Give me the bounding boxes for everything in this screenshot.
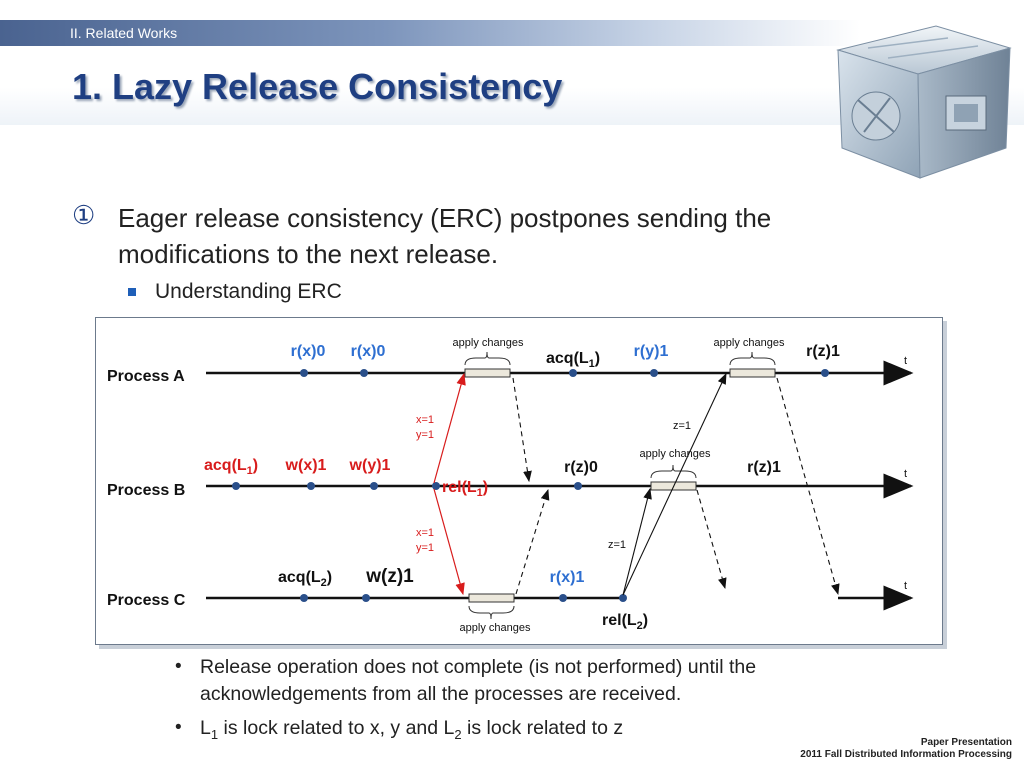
time-label-a: t — [904, 355, 907, 367]
ack-b-to-c — [696, 489, 727, 590]
dot-c-wz — [362, 594, 370, 602]
dot-b-wy — [370, 482, 378, 490]
brace-a2 — [729, 351, 776, 366]
process-c-label: Process C — [107, 592, 186, 609]
dot-c-rx1 — [559, 594, 567, 602]
dot-c-acq — [300, 594, 308, 602]
erc-diagram: Process A Process B Process C t t t appl… — [95, 317, 943, 645]
ack-a-to-b — [512, 377, 532, 483]
msg-z1-b: z=1 — [608, 539, 626, 551]
c-wz1: w(z)1 — [365, 566, 414, 587]
apply-label-a1: apply changes — [453, 337, 524, 349]
apply-label-b: apply changes — [640, 448, 711, 460]
a-rz1: r(z)1 — [806, 343, 840, 360]
footer-line-1: Paper Presentation — [920, 737, 1012, 748]
b-acq: acq(L1) — [204, 457, 258, 477]
a-rx0-1: r(x)0 — [291, 343, 326, 360]
bullet-2-text: L1 is lock related to x, y and L2 is loc… — [200, 717, 624, 742]
msg-y1-c: y=1 — [416, 542, 434, 554]
a-rx0-2: r(x)0 — [351, 343, 386, 360]
msg-x1-c: x=1 — [416, 527, 434, 539]
msg-relL2-to-b — [622, 487, 652, 596]
cube-logo-icon — [836, 25, 1012, 179]
msg-y1-a: y=1 — [416, 429, 434, 441]
apply-box-a1 — [464, 368, 511, 378]
a-ry1: r(y)1 — [634, 343, 669, 360]
brace-a1 — [464, 351, 511, 366]
dot-b-rz0 — [574, 482, 582, 490]
square-bullet-icon — [128, 288, 136, 296]
bullet-marker: ① — [72, 200, 96, 230]
dot-a-rx0-2 — [360, 369, 368, 377]
bullet-1-line-2: acknowledgements from all the processes … — [200, 683, 682, 705]
apply-box-a2 — [729, 368, 776, 378]
bullet-dot-1: • — [175, 656, 182, 677]
footer-line-2: 2011 Fall Distributed Information Proces… — [800, 749, 1012, 760]
dot-a-ry1 — [650, 369, 658, 377]
brace-c — [468, 605, 515, 620]
msg-z1-a: z=1 — [673, 420, 691, 432]
b-wx1: w(x)1 — [285, 457, 327, 474]
dot-b-rel — [432, 482, 440, 490]
dot-a-rx0-1 — [300, 369, 308, 377]
time-label-b: t — [904, 468, 907, 480]
ack-a-to-c — [776, 377, 840, 596]
dot-b-acq — [232, 482, 240, 490]
slide-title: 1. Lazy Release Consistency — [72, 66, 563, 107]
c-acq: acq(L2) — [278, 569, 332, 589]
dot-c-rel — [619, 594, 627, 602]
section-label: II. Related Works — [70, 25, 178, 41]
section-bar — [0, 20, 860, 46]
event-dots — [232, 369, 829, 602]
dot-a-rz1 — [821, 369, 829, 377]
process-b-label: Process B — [107, 482, 185, 499]
sub-bullet-text: Understanding ERC — [155, 280, 342, 303]
b-rz0: r(z)0 — [564, 459, 598, 476]
process-a-label: Process A — [107, 368, 185, 385]
msg-rel-to-c — [433, 488, 465, 596]
apply-label-c: apply changes — [460, 622, 531, 634]
dot-b-wx — [307, 482, 315, 490]
time-label-c: t — [904, 580, 907, 592]
dot-a-acq — [569, 369, 577, 377]
bullet-dot-2: • — [175, 717, 182, 738]
c-rx1: r(x)1 — [550, 569, 585, 586]
erc-diagram-svg: Process A Process B Process C t t t appl… — [107, 337, 914, 634]
ack-c-to-b — [515, 488, 550, 595]
b-wy1: w(y)1 — [349, 457, 391, 474]
b-rz1: r(z)1 — [747, 459, 781, 476]
bullet-1-line-1: Release operation does not complete (is … — [200, 656, 757, 678]
brace-b — [650, 464, 697, 479]
msg-x1-a: x=1 — [416, 414, 434, 426]
apply-box-c — [468, 593, 515, 603]
msg-relL2-to-a — [622, 373, 727, 596]
main-bullet-text: Eager release consistency (ERC) postpone… — [118, 203, 772, 269]
msg-rel-to-a — [433, 372, 466, 484]
b-rel: rel(L1) — [442, 479, 488, 499]
a-acq: acq(L1) — [546, 350, 600, 370]
apply-label-a2: apply changes — [714, 337, 785, 349]
c-rel: rel(L2) — [602, 612, 648, 632]
